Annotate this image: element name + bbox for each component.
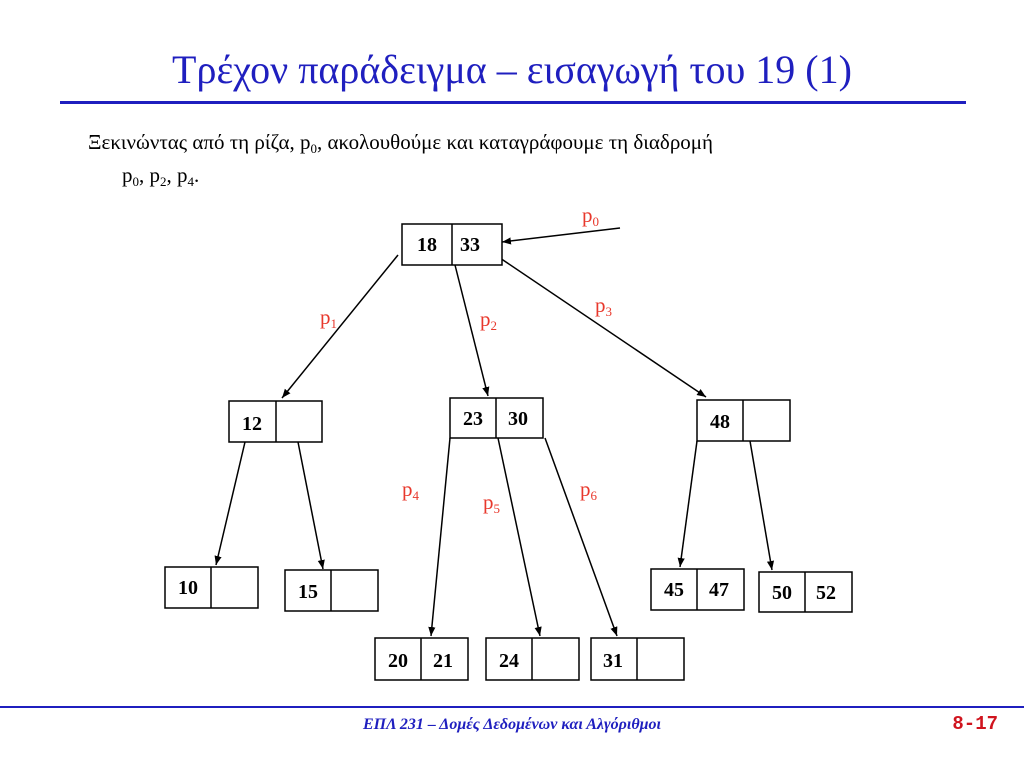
node-10: 10 (164, 566, 259, 609)
path-item-sub: 0 (132, 174, 140, 189)
edge-n12-n10 (214, 441, 246, 566)
node-31-key-1: 31 (603, 650, 623, 672)
node-23-30-key-1: 23 (463, 408, 483, 430)
path-item-text: p (177, 163, 188, 187)
pointer-label-p0: p0 (582, 203, 599, 229)
pointer-label-p2: p2 (480, 307, 497, 333)
path-item-sep: , (166, 163, 177, 187)
path-item-text: p (149, 163, 161, 187)
node-15: 15 (284, 569, 379, 612)
footer-course-title: ΕΠΛ 231 – Δομές Δεδομένων και Αλγόριθμοι (362, 716, 661, 733)
edge-n48-n4547 (677, 440, 698, 568)
node-12: 12 (228, 400, 323, 443)
intro-text: Ξεκινώντας από τη ρίζα, p0, ακολουθούμε … (88, 126, 988, 192)
node-23-30-key-2: 30 (508, 408, 528, 430)
node-10-key-1: 10 (178, 577, 198, 599)
slide-number: 8-17 (952, 713, 998, 735)
intro-line-1: Ξεκινώντας από τη ρίζα, p0, ακολουθούμε … (88, 126, 988, 159)
node-50-52-key-2: 52 (816, 582, 836, 604)
node-23-30: 23 30 (449, 397, 544, 439)
node-20-21-key-2: 21 (433, 650, 453, 672)
node-50-52-key-1: 50 (772, 582, 792, 604)
node-12-key-1: 12 (242, 413, 262, 435)
node-48-key-1: 48 (710, 411, 730, 433)
footer-divider (0, 706, 1024, 708)
edge-n2330-n2021 (428, 437, 451, 637)
edge-n2330-n31 (544, 437, 618, 637)
node-root-key-2: 33 (460, 234, 480, 256)
intro-line-2: p0, p2, p4. (88, 159, 988, 192)
node-root-key-1: 18 (417, 234, 437, 256)
node-20-21: 20 21 (374, 637, 469, 681)
intro-line-1-suffix: , ακολουθούμε και καταγράφουμε τη διαδρο… (316, 130, 714, 154)
node-45-47-key-2: 47 (709, 579, 729, 601)
edge-n48-n5052 (749, 440, 775, 571)
title-underline (60, 101, 966, 104)
edge-root-n2330 (454, 264, 490, 397)
edge-root-n12 (281, 254, 399, 399)
btree-diagram: 18 33 12 23 30 48 10 15 20 21 (164, 203, 853, 681)
edge-n2330-n24 (497, 437, 542, 637)
pointer-label-p5: p5 (483, 490, 500, 516)
edge-p0 (501, 227, 621, 245)
path-item-sep: . (194, 163, 200, 187)
node-24-key-1: 24 (499, 650, 519, 672)
edge-root-n48 (499, 257, 707, 398)
slide-title: Τρέχον παράδειγμα – εισαγωγή του 19 (1) (172, 47, 852, 92)
pointer-label-p6: p6 (580, 477, 598, 503)
intro-line-1-prefix: Ξεκινώντας από τη ρίζα, p (88, 130, 311, 154)
node-48: 48 (696, 399, 791, 442)
path-item-text: p (122, 163, 133, 187)
pointer-label-p1: p1 (320, 305, 337, 331)
path-item-sub: 2 (160, 174, 167, 189)
node-root: 18 33 (401, 223, 503, 266)
node-50-52: 50 52 (758, 571, 853, 613)
path-item-sub: 4 (187, 174, 195, 189)
node-45-47: 45 47 (650, 568, 745, 611)
intro-line-1-sub: 0 (310, 141, 317, 156)
pointer-label-p4: p4 (402, 477, 420, 503)
node-20-21-key-1: 20 (388, 650, 408, 672)
edge-n12-n15 (297, 441, 325, 570)
node-24: 24 (485, 637, 580, 681)
node-31: 31 (590, 637, 685, 681)
pointer-label-p3: p3 (595, 293, 612, 319)
path-item-sep: , (139, 163, 150, 187)
node-15-key-1: 15 (298, 581, 318, 603)
node-45-47-key-1: 45 (664, 579, 684, 601)
